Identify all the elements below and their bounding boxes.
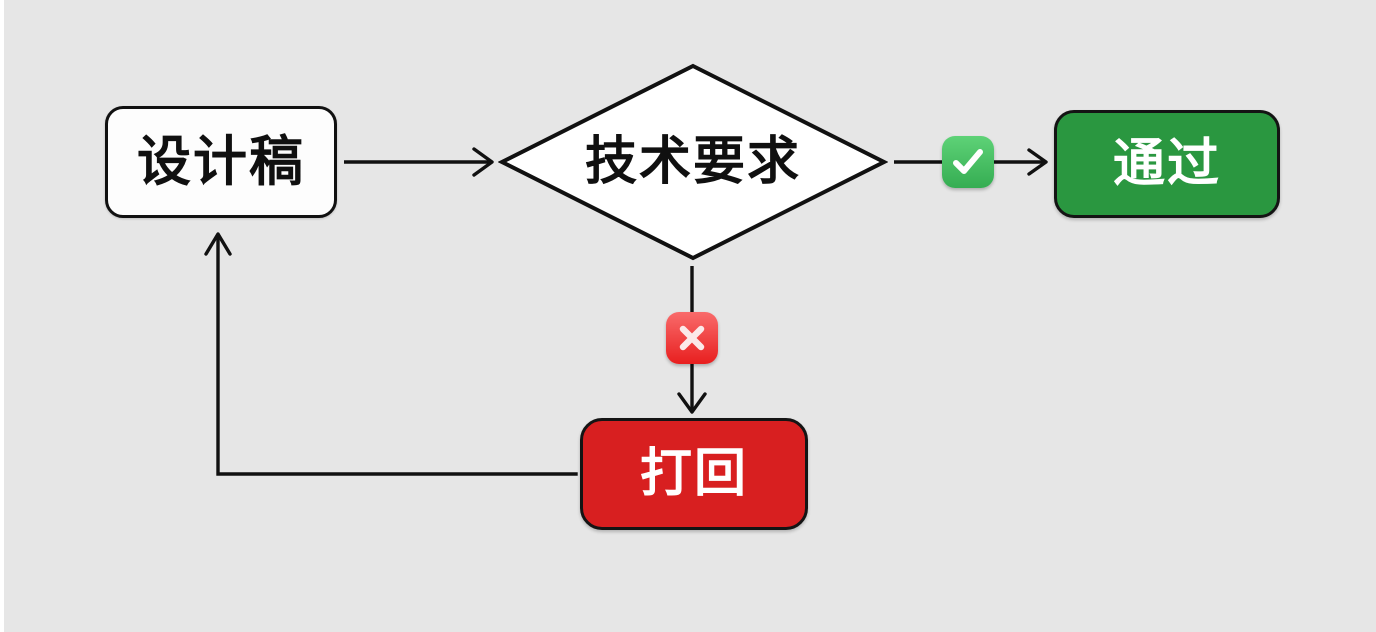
cross-mark-icon (666, 312, 718, 364)
node-design-draft-label: 设计稿 (137, 132, 305, 192)
check-mark-glyph (953, 149, 983, 174)
node-design-draft[interactable]: 设计稿 (105, 106, 337, 218)
cross-mark-glyph (679, 325, 705, 351)
edge-design-to-decision (344, 147, 494, 177)
diamond-shape (498, 63, 888, 261)
node-reject-label: 打回 (639, 445, 748, 503)
node-technical-requirements[interactable]: 技术要求 (498, 62, 888, 262)
check-mark-icon (942, 136, 994, 188)
node-pass-label: 通过 (1112, 135, 1221, 193)
node-pass[interactable]: 通过 (1054, 110, 1280, 218)
edge-reject-to-design (204, 232, 578, 476)
node-reject[interactable]: 打回 (580, 418, 808, 530)
node-technical-requirements-label: 技术要求 (584, 133, 801, 191)
